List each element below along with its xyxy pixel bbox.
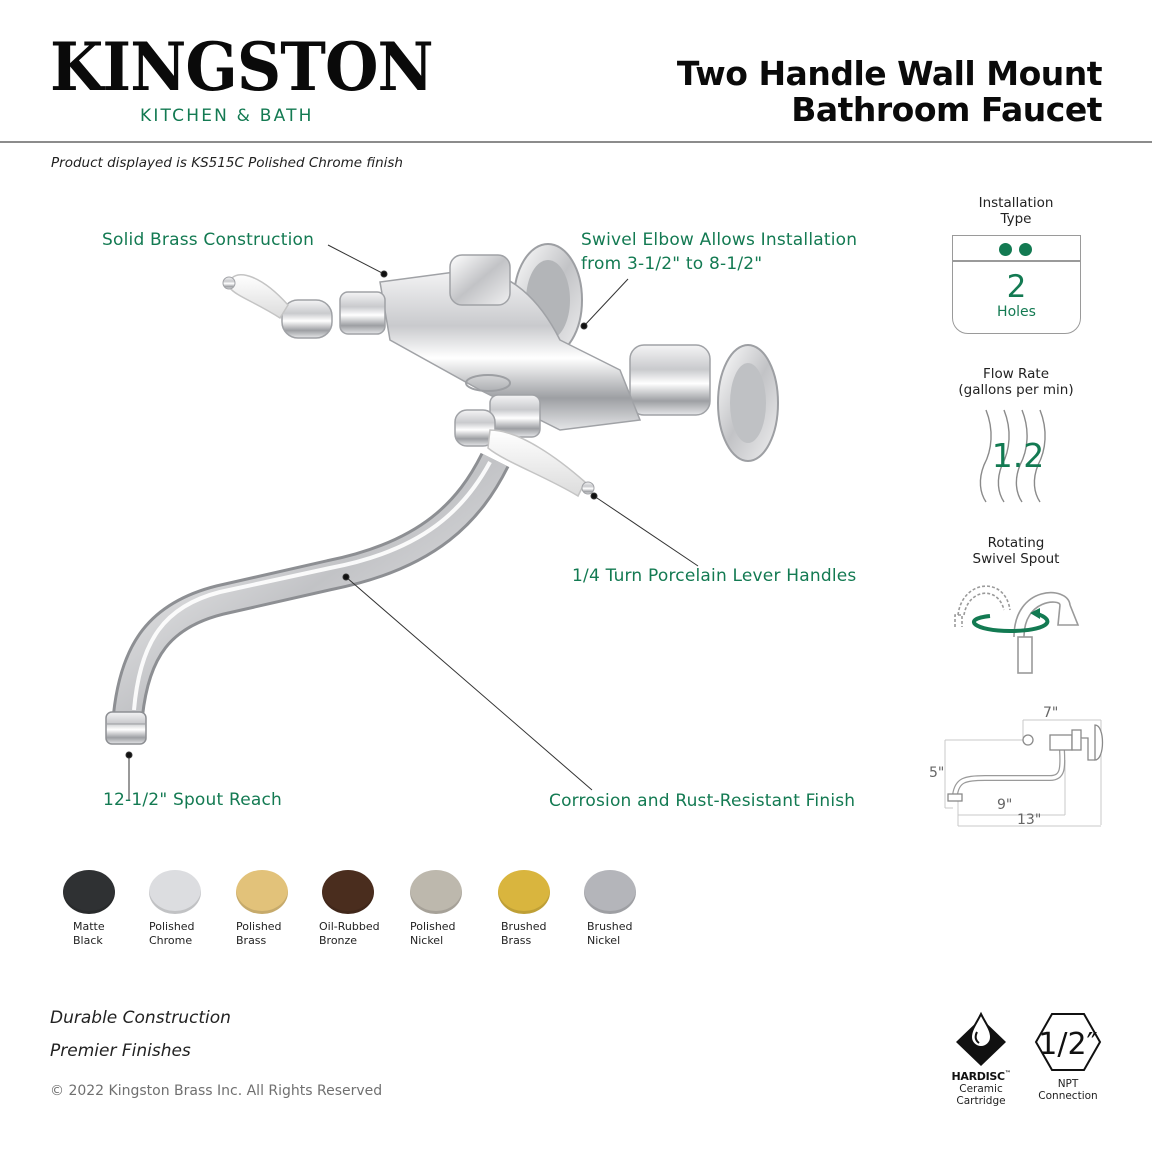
finish-swatch <box>584 870 636 914</box>
callout-spout-reach: 12-1/2" Spout Reach <box>103 790 283 810</box>
spout <box>105 452 510 745</box>
finish-brushed-brass: Brushed Brass <box>498 870 578 948</box>
finish-polished-brass: Polished Brass <box>236 870 316 948</box>
finish-label-line1: Matte <box>73 920 105 933</box>
brand-logo: KINGSTON <box>50 28 434 106</box>
finish-label-line2: Brass <box>501 934 532 947</box>
swivel-label-line2: Swivel Spout <box>972 551 1060 567</box>
hardisc-label-line1: Ceramic <box>959 1083 1003 1095</box>
swivel-label: Rotating Swivel Spout <box>946 535 1086 567</box>
copyright: © 2022 Kingston Brass Inc. All Rights Re… <box>50 1083 383 1099</box>
hole-dot-icon <box>1019 243 1032 256</box>
hardisc-logo-text: HARDISC <box>951 1070 1005 1083</box>
water-flow-icon <box>979 409 1046 503</box>
npt-hexagon-icon: 1/2″ <box>1034 1013 1102 1071</box>
installation-label-line1: Installation <box>978 195 1054 211</box>
finish-label: Polished Chrome <box>149 920 229 948</box>
finish-label: Polished Nickel <box>410 920 490 948</box>
faucet-body <box>222 243 779 498</box>
finish-matte-black: Matte Black <box>63 870 143 948</box>
callout-lever-handles: 1/4 Turn Porcelain Lever Handles <box>572 566 857 586</box>
npt-label: NPT Connection <box>1033 1078 1103 1102</box>
swivel-label-line1: Rotating <box>987 535 1045 551</box>
finish-swatch <box>63 870 115 914</box>
callout-swivel-elbow-line1: Swivel Elbow Allows Installation <box>581 230 858 250</box>
tagline-durable: Durable Construction <box>50 1008 231 1028</box>
finish-brushed-nickel: Brushed Nickel <box>584 870 664 948</box>
finish-polished-chrome: Polished Chrome <box>149 870 229 948</box>
finish-swatch <box>236 870 288 914</box>
callout-solid-brass: Solid Brass Construction <box>102 230 315 250</box>
finish-label-line2: Nickel <box>587 934 621 947</box>
callout-finish: Corrosion and Rust-Resistant Finish <box>549 791 856 811</box>
callout-swivel-elbow: Swivel Elbow Allows Installation from 3-… <box>581 228 857 276</box>
page-title: Two Handle Wall Mount Bathroom Faucet <box>676 54 1103 129</box>
hardisc-label-line2: Cartridge <box>956 1095 1006 1107</box>
npt-badge: 1/2″ NPT Connection <box>1033 1010 1103 1102</box>
brand-subtitle: KITCHEN & BATH <box>140 106 314 126</box>
hardisc-logo: HARDISC™ <box>946 1070 1016 1083</box>
finish-label-line2: Black <box>73 934 103 947</box>
installation-holes-icon: 2 Holes <box>952 235 1081 334</box>
npt-label-line1: NPT <box>1057 1078 1079 1090</box>
finish-label-line1: Oil-Rubbed <box>319 920 380 933</box>
finish-swatch <box>322 870 374 914</box>
title-line-1: Two Handle Wall Mount <box>676 54 1103 93</box>
dimension-diagram: 7" 5" 9" 13" <box>929 705 1104 828</box>
installation-label-line2: Type <box>1000 211 1032 227</box>
flow-rate-label-line1: Flow Rate <box>982 366 1050 382</box>
flow-rate-label: Flow Rate (gallons per min) <box>946 366 1086 398</box>
hardisc-tm: ™ <box>1004 1070 1011 1077</box>
finish-polished-nickel: Polished Nickel <box>410 870 490 948</box>
hardisc-droplet-icon <box>956 1011 1006 1066</box>
finish-label-line1: Polished <box>410 920 456 933</box>
finish-label-line2: Chrome <box>149 934 193 947</box>
holes-count: 2 <box>1006 269 1027 305</box>
dim-spout-length: 9" <box>997 797 1012 813</box>
finish-swatch <box>149 870 201 914</box>
finish-swatch <box>410 870 462 914</box>
dim-top-width: 7" <box>1043 705 1058 721</box>
hole-dot-icon <box>999 243 1012 256</box>
dim-height: 5" <box>929 765 944 781</box>
callout-swivel-elbow-line2: from 3-1/2" to 8-1/2" <box>581 254 763 274</box>
header-divider <box>0 141 1152 143</box>
finish-label-line1: Polished <box>236 920 282 933</box>
product-note: Product displayed is KS515C Polished Chr… <box>51 155 403 171</box>
finish-label-line1: Brushed <box>587 920 633 933</box>
finish-oil-rubbed-bronze: Oil-Rubbed Bronze <box>319 870 402 948</box>
rotating-swivel-icon <box>954 585 1080 674</box>
finish-label: Polished Brass <box>236 920 316 948</box>
finish-label-line2: Bronze <box>319 934 358 947</box>
dim-overall-length: 13" <box>1017 812 1041 828</box>
flow-rate-value: 1.2 <box>991 436 1045 475</box>
flow-rate-label-line2: (gallons per min) <box>958 382 1074 398</box>
finish-label-line2: Brass <box>236 934 267 947</box>
finish-label: Oil-Rubbed Bronze <box>319 920 402 948</box>
finish-swatch <box>498 870 550 914</box>
finish-label-line1: Brushed <box>501 920 547 933</box>
holes-divider <box>953 260 1080 262</box>
finish-label: Brushed Nickel <box>584 920 664 948</box>
title-line-2: Bathroom Faucet <box>791 90 1102 129</box>
finish-label-line1: Polished <box>149 920 195 933</box>
npt-size: 1/2″ <box>1038 1027 1098 1062</box>
finish-label: Brushed Brass <box>498 920 578 948</box>
npt-label-line2: Connection <box>1038 1090 1098 1102</box>
finish-label: Matte Black <box>63 920 143 948</box>
hardisc-label: Ceramic Cartridge <box>946 1083 1016 1107</box>
holes-unit: Holes <box>997 304 1036 320</box>
hardisc-badge: HARDISC™ Ceramic Cartridge <box>946 1010 1016 1107</box>
finish-label-line2: Nickel <box>410 934 444 947</box>
installation-type-label: Installation Type <box>946 195 1086 227</box>
tagline-finishes: Premier Finishes <box>50 1041 191 1061</box>
leader-lines <box>125 244 699 800</box>
